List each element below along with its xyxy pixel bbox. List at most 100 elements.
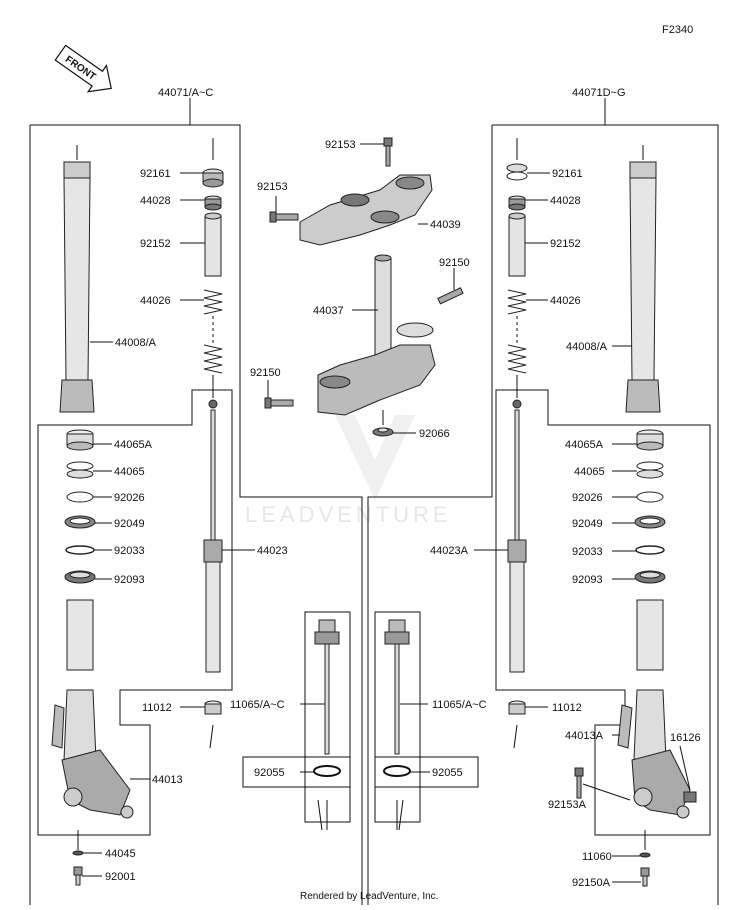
bush-44065-left <box>66 461 94 479</box>
bolt-92153-top <box>383 137 393 167</box>
label-11065-right[interactable]: 11065/A~C <box>432 699 487 711</box>
spring-44026-left <box>203 289 223 398</box>
label-92001-left[interactable]: 92001 <box>105 871 136 883</box>
label-11060-right[interactable]: 11060 <box>582 851 612 863</box>
washer-11060-right <box>639 830 651 858</box>
label-92093-left[interactable]: 92093 <box>114 574 145 586</box>
label-92033-left[interactable]: 92033 <box>114 545 145 557</box>
label-11065-left[interactable]: 11065/A~C <box>230 699 285 711</box>
label-44028-right[interactable]: 44028 <box>550 195 581 207</box>
label-44023-left[interactable]: 44023 <box>257 545 288 557</box>
spacer-92152-left <box>204 212 222 277</box>
label-92033-right[interactable]: 92033 <box>572 546 603 558</box>
label-44008-left[interactable]: 44008/A <box>115 337 157 349</box>
label-44071-ac[interactable]: 44071/A~C <box>158 87 213 99</box>
dust-seal-92093-right <box>634 570 666 584</box>
label-44065-left[interactable]: 44065 <box>114 466 145 478</box>
cap-92161-left <box>202 138 224 188</box>
label-92161-left[interactable]: 92161 <box>140 168 171 180</box>
label-92055-right[interactable]: 92055 <box>432 767 463 779</box>
bleed-screw-16126-right <box>683 791 697 803</box>
label-92093-right[interactable]: 92093 <box>572 574 603 586</box>
label-92152-right[interactable]: 92152 <box>550 238 581 250</box>
oil-seal-92049-left <box>64 515 96 529</box>
washer-44045-left <box>72 830 84 856</box>
label-44026-right[interactable]: 44026 <box>550 295 581 307</box>
label-92055-left[interactable]: 92055 <box>254 767 285 779</box>
bolt-92150-right <box>437 287 464 305</box>
damper-rod-44023-left <box>203 399 223 673</box>
leader-lines <box>82 143 691 883</box>
label-92066[interactable]: 92066 <box>419 428 450 440</box>
label-44028-left[interactable]: 44028 <box>140 195 171 207</box>
label-44065-right[interactable]: 44065 <box>574 466 605 478</box>
label-44013-left[interactable]: 44013 <box>152 774 183 786</box>
label-92150a-right[interactable]: 92150A <box>572 877 611 889</box>
watermark-text: LEADVENTURE <box>245 502 452 527</box>
bolt-92001-left <box>73 866 83 886</box>
right-assembly-outline <box>367 124 719 905</box>
label-92150-right[interactable]: 92150 <box>439 257 470 269</box>
spacer-92152-right <box>508 212 526 277</box>
upper-clamp-44039 <box>299 174 433 246</box>
dust-seal-92093-left <box>64 570 96 584</box>
label-92153-left[interactable]: 92153 <box>257 181 288 193</box>
cap-92161-right <box>506 138 528 181</box>
credit-text: Rendered by LeadVenture, Inc. <box>300 891 438 902</box>
label-44065a-right[interactable]: 44065A <box>565 439 604 451</box>
label-44026-left[interactable]: 44026 <box>140 295 171 307</box>
bush-44065a-left <box>66 429 94 451</box>
label-44071-dg[interactable]: 44071D~G <box>572 87 626 99</box>
label-92153-top[interactable]: 92153 <box>325 139 356 151</box>
label-92026-left[interactable]: 92026 <box>114 492 145 504</box>
collar-44028-right <box>508 195 526 211</box>
label-44023a-right[interactable]: 44023A <box>430 545 469 557</box>
label-92026-right[interactable]: 92026 <box>572 492 603 504</box>
outer-tube-left <box>59 145 95 413</box>
bolt-92150-left <box>264 397 294 409</box>
bushing-11012-right <box>508 700 526 749</box>
washer-92026-left <box>66 491 94 503</box>
outer-tube-right <box>625 145 661 413</box>
label-44037[interactable]: 44037 <box>313 305 344 317</box>
front-arrow-icon: FRONT <box>54 44 112 93</box>
left-oring-box <box>242 756 351 788</box>
left-assembly-outline <box>29 124 363 905</box>
label-92049-left[interactable]: 92049 <box>114 518 145 530</box>
spring-44026-right <box>507 289 527 398</box>
label-11012-left[interactable]: 11012 <box>142 702 172 714</box>
label-92161-right[interactable]: 92161 <box>552 168 583 180</box>
right-oring-box <box>374 756 479 788</box>
label-44008-right[interactable]: 44008/A <box>566 341 608 353</box>
inner-tube-44013a-right <box>617 599 691 819</box>
label-92049-right[interactable]: 92049 <box>572 518 603 530</box>
label-92152-left[interactable]: 92152 <box>140 238 171 250</box>
label-44065a-left[interactable]: 44065A <box>114 439 153 451</box>
collar-44028-left <box>204 195 222 211</box>
circlip-92033-right <box>635 545 665 555</box>
watermark: LEADVENTURE <box>245 415 452 527</box>
label-92153a-right[interactable]: 92153A <box>548 799 587 811</box>
label-44045-left[interactable]: 44045 <box>105 848 136 860</box>
right-inner-box <box>495 389 711 836</box>
label-11012-right[interactable]: 11012 <box>552 702 582 714</box>
washer-92026-right <box>636 491 664 503</box>
circlip-92033-left <box>65 545 95 555</box>
stem-44037 <box>374 254 392 359</box>
bolt-92150a-right <box>640 867 650 887</box>
label-44039[interactable]: 44039 <box>430 219 461 231</box>
figure-code: F2340 <box>662 24 693 36</box>
label-44013a-right[interactable]: 44013A <box>565 730 604 742</box>
cartridge-11065-right <box>383 619 411 831</box>
bush-44065a-right <box>636 429 664 451</box>
label-92150-left[interactable]: 92150 <box>250 367 281 379</box>
left-inner-box <box>37 389 233 836</box>
damper-rod-44023a-right <box>507 399 527 673</box>
lower-clamp <box>317 322 436 416</box>
label-16126-right[interactable]: 16126 <box>670 732 701 744</box>
oil-seal-92049-right <box>634 515 666 529</box>
seal-92066 <box>372 410 394 437</box>
bush-44065-right <box>636 461 664 479</box>
inner-tube-44013-left <box>51 599 134 819</box>
